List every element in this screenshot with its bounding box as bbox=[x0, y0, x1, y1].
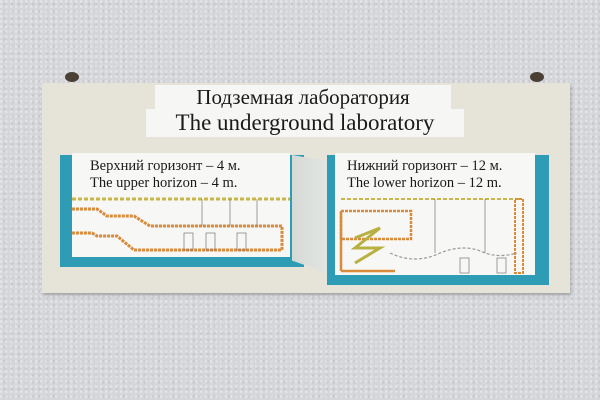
lower-horizon-panel: Нижний горизонт – 12 м. The lower horizo… bbox=[335, 153, 535, 275]
upper-horizon-panel: Верхний горизонт – 4 м. The upper horizo… bbox=[72, 153, 290, 257]
title-english: The underground laboratory bbox=[146, 109, 464, 137]
sign-board: Подземная лаборатория The underground la… bbox=[42, 83, 570, 293]
upper-horizon-diagram bbox=[72, 197, 290, 252]
lower-label-ru: Нижний горизонт – 12 м. bbox=[347, 158, 503, 174]
mounting-screw-left bbox=[65, 72, 79, 82]
upper-label-ru: Верхний горизонт – 4 м. bbox=[90, 158, 241, 174]
title-russian: Подземная лаборатория bbox=[155, 85, 451, 109]
mounting-screw-right bbox=[530, 72, 544, 82]
upper-label-en: The upper horizon – 4 m. bbox=[90, 175, 238, 191]
lower-label-en: The lower horizon – 12 m. bbox=[347, 175, 502, 191]
lower-horizon-diagram bbox=[339, 198, 524, 274]
